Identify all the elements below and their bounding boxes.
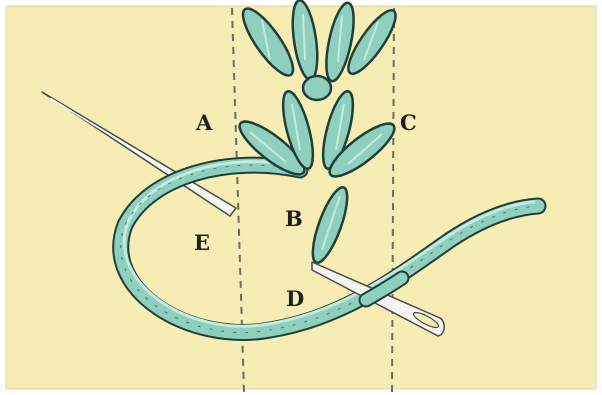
label-c: C — [400, 110, 417, 135]
label-a: A — [195, 110, 213, 135]
label-d: D — [286, 286, 304, 311]
label-b: B — [285, 206, 303, 231]
label-e: E — [194, 230, 210, 255]
